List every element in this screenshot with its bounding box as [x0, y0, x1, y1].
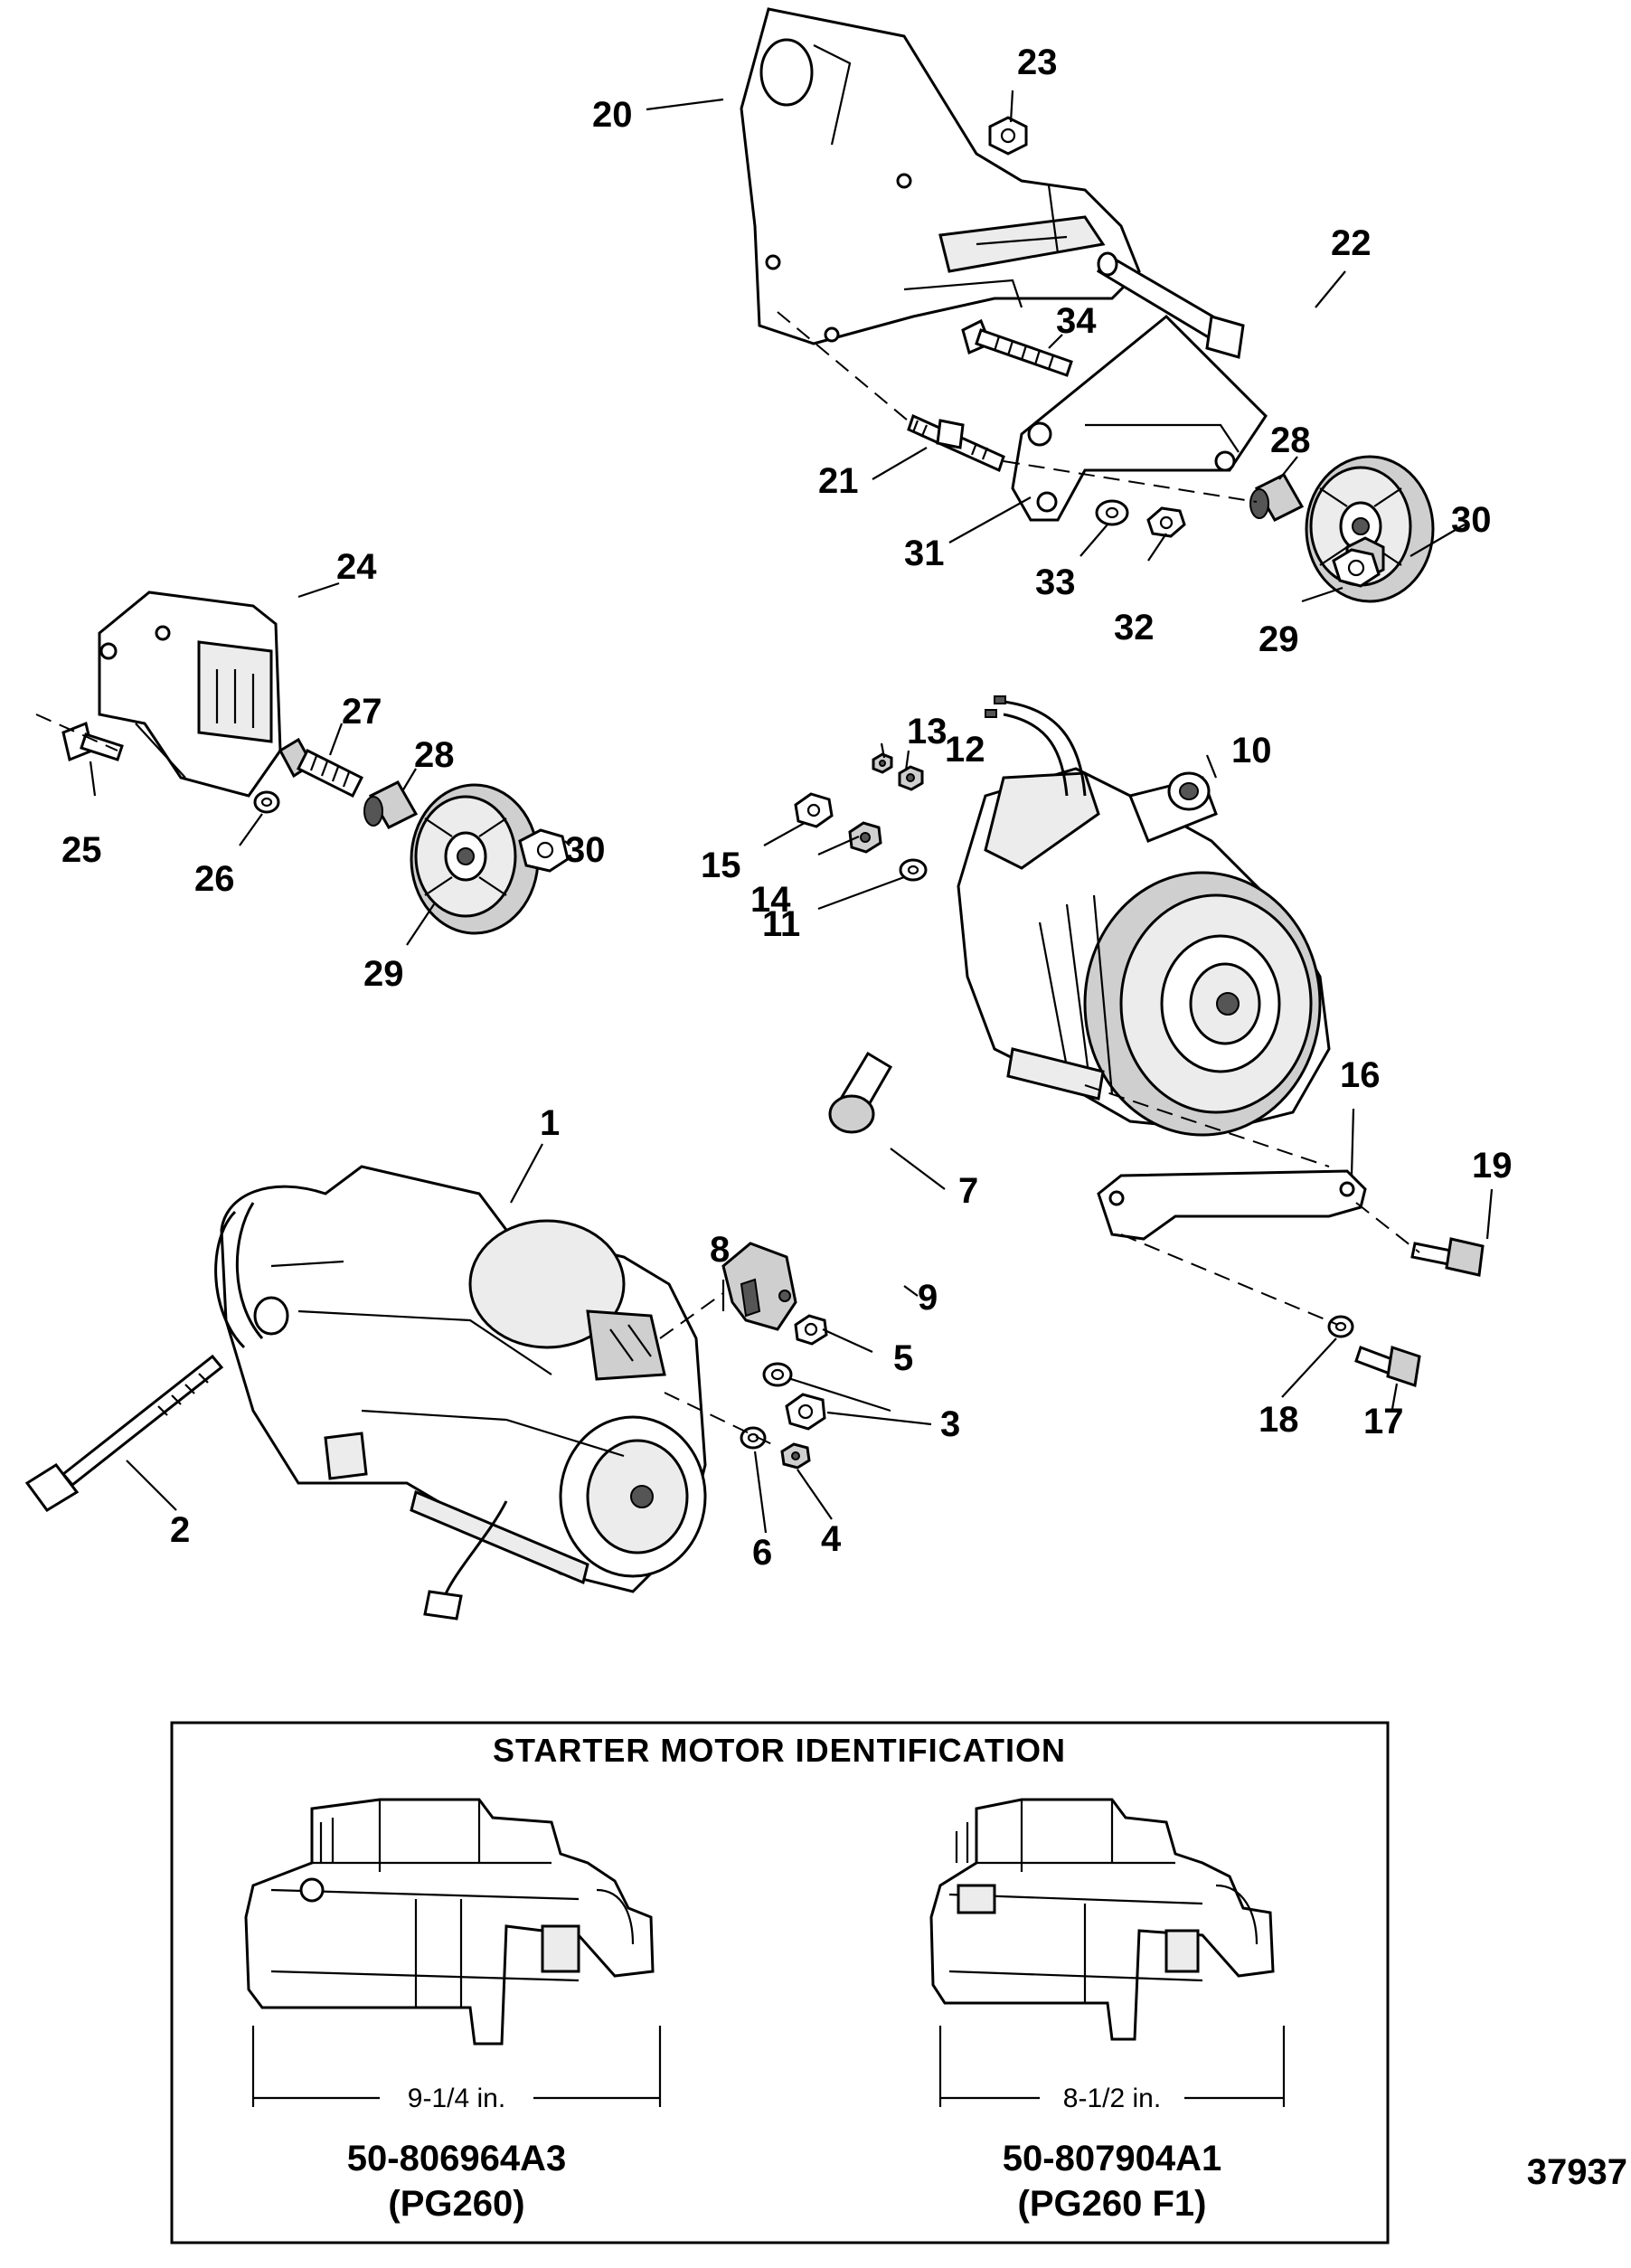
callout-8: 8 [710, 1230, 730, 1270]
callout-24: 24 [336, 547, 377, 587]
support-bracket-16 [1097, 1169, 1367, 1241]
washer-11 [899, 858, 928, 882]
callout-4: 4 [821, 1519, 842, 1559]
nut-30-left [518, 828, 570, 873]
callout-18: 18 [1259, 1400, 1299, 1440]
callout-30-left: 30 [565, 830, 606, 870]
washer-33 [1095, 499, 1129, 526]
nut-9 [794, 1314, 828, 1346]
callout-25: 25 [61, 830, 102, 870]
callout-30-upper: 30 [1451, 500, 1492, 540]
starter-identification-box: STARTER MOTOR IDENTIFICATION [170, 1721, 1390, 2244]
washer-26 [253, 790, 280, 814]
dimension-right-label: 8-1/2 in. [1063, 2084, 1161, 2113]
through-bolt-2 [24, 1354, 224, 1512]
callout-1: 1 [540, 1103, 560, 1143]
callout-11: 11 [762, 904, 800, 944]
callout-15: 15 [701, 846, 741, 885]
nut-15 [794, 792, 834, 828]
callout-19: 19 [1472, 1146, 1513, 1186]
callout-12: 12 [945, 730, 985, 770]
pulley-29-left [410, 783, 540, 935]
nut-4 [780, 1442, 811, 1469]
stud-34 [961, 318, 1073, 377]
callout-2: 2 [170, 1510, 190, 1550]
model-left: (PG260) [388, 2184, 524, 2224]
callout-21: 21 [818, 461, 859, 501]
callout-13: 13 [907, 712, 947, 751]
figure-id: 37937 [1527, 2152, 1627, 2192]
callout-28-left: 28 [414, 735, 455, 775]
mounting-bracket-20 [740, 7, 1141, 345]
leader-lines [89, 90, 1494, 1534]
callout-29-upper: 29 [1259, 619, 1299, 659]
callout-22: 22 [1331, 223, 1372, 263]
nut-32 [1146, 506, 1186, 538]
connector-7 [828, 1051, 893, 1134]
spacer-28-upper [1249, 473, 1305, 522]
stud-27 [278, 737, 364, 799]
nut-23 [988, 116, 1028, 156]
callout-26: 26 [194, 859, 235, 899]
stud-21 [907, 413, 1005, 473]
washer-18 [1327, 1315, 1354, 1338]
nut-30-upper [1332, 536, 1385, 588]
bolt-17 [1354, 1346, 1421, 1387]
bolt-19 [1410, 1237, 1485, 1277]
callout-33: 33 [1035, 562, 1076, 602]
callout-31: 31 [904, 534, 945, 573]
starter-left-image [244, 1798, 655, 2046]
dimension-left-label: 9-1/4 in. [408, 2084, 505, 2113]
callout-20: 20 [592, 95, 633, 135]
callout-3: 3 [940, 1404, 960, 1444]
callout-5: 5 [893, 1338, 913, 1378]
callout-17: 17 [1363, 1402, 1404, 1441]
lockwasher-5 [762, 1362, 793, 1387]
spacer-28-left [363, 780, 419, 829]
nut-14 [848, 821, 882, 854]
dimension-right: 8-1/2 in. [938, 2026, 1286, 2113]
part-number-left: 50-806964A3 [347, 2139, 566, 2178]
callout-34: 34 [1056, 301, 1097, 341]
starter-right-image [929, 1798, 1275, 2041]
alternator-10 [957, 695, 1331, 1137]
model-right: (PG260 F1) [1018, 2184, 1207, 2224]
bolt-22 [1096, 251, 1245, 359]
callout-6: 6 [752, 1533, 772, 1573]
nut-12 [898, 765, 924, 791]
callout-10: 10 [1231, 731, 1272, 770]
identification-title: STARTER MOTOR IDENTIFICATION [493, 1732, 1066, 1769]
part-number-right: 50-807904A1 [1003, 2139, 1221, 2178]
callout-16: 16 [1340, 1055, 1381, 1095]
callout-29-left: 29 [363, 954, 404, 994]
callout-numbers: 20 23 22 34 28 30 21 31 33 32 29 24 27 2… [61, 43, 1513, 1573]
callout-14: 14 [750, 880, 791, 920]
bolt-25 [61, 721, 124, 762]
terminal-cover-8 [721, 1242, 797, 1331]
dimension-left: 9-1/4 in. [251, 2026, 662, 2113]
callout-28-upper: 28 [1270, 421, 1311, 460]
idler-bracket-24 [98, 591, 282, 798]
callout-7: 7 [958, 1171, 978, 1211]
tensioner-arm-31 [1011, 314, 1268, 522]
callout-32: 32 [1114, 608, 1155, 647]
nut-3 [785, 1393, 826, 1431]
starter-motor-1 [214, 1165, 707, 1621]
callout-9: 9 [918, 1278, 938, 1318]
nut-13 [872, 752, 893, 774]
callout-27: 27 [342, 692, 382, 732]
callout-23: 23 [1017, 43, 1058, 82]
